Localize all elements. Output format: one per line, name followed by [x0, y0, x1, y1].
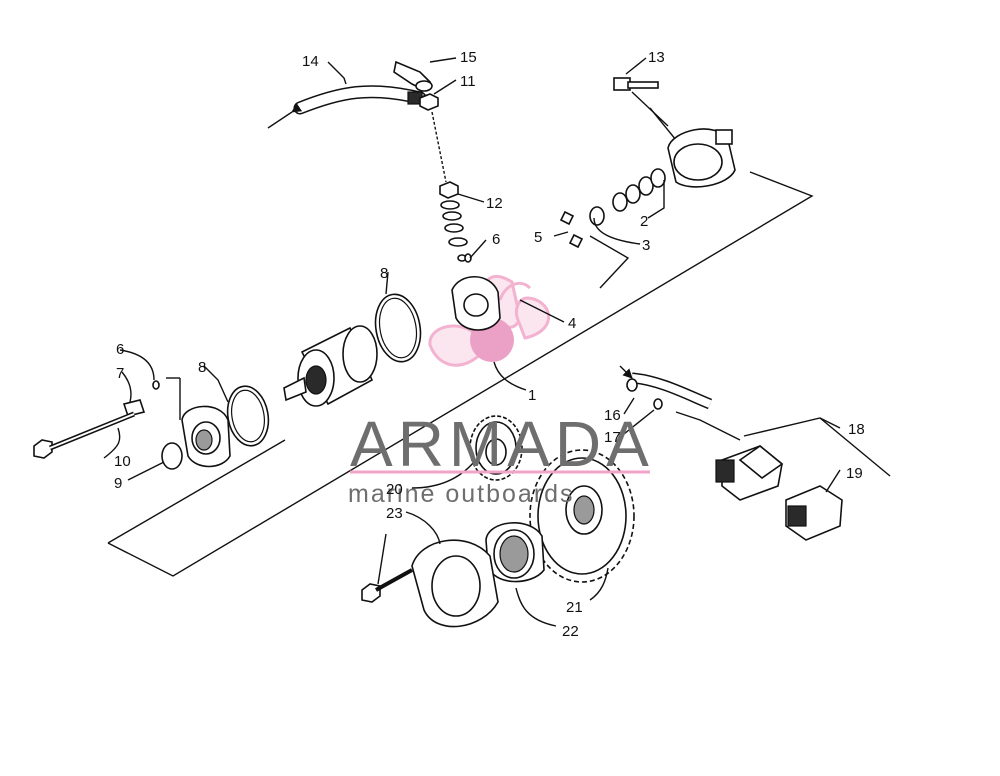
callout-11-upper: 11 — [460, 73, 476, 90]
callout-17: 18 — [848, 421, 865, 438]
callout-15: 16 — [604, 407, 621, 424]
part-6-washer-left — [152, 380, 160, 390]
part-13-starter-cable — [267, 85, 436, 129]
callout-13: 14 — [302, 53, 319, 70]
part-12-bolt — [613, 77, 659, 91]
part-11-nut-upper — [419, 93, 439, 111]
starter-motor-body — [283, 325, 378, 407]
callout-10: 10 — [114, 453, 131, 470]
callout-11-lower: 12 — [486, 195, 503, 212]
part-21-one-way-clutch — [485, 522, 545, 583]
callout-1: 1 — [528, 387, 536, 404]
callout-8-upper: 8 — [380, 265, 388, 282]
callout-3: 3 — [642, 237, 650, 254]
part-9-o-ring — [161, 442, 183, 470]
part-5-clip — [559, 210, 584, 249]
part-8-o-ring-upper — [374, 293, 422, 363]
part-14-terminal-boot — [393, 60, 433, 92]
part-17-starter-relay — [715, 444, 784, 501]
leader-lines — [103, 57, 841, 627]
part-3-washer — [589, 206, 605, 226]
watermark-tagline: marine outboards — [348, 480, 575, 508]
part-11-nut-lower — [439, 181, 459, 199]
callout-16: 17 — [604, 429, 621, 446]
part-4-brush-plate — [451, 276, 501, 331]
starter-end-housing — [667, 128, 736, 188]
callout-9: 9 — [114, 475, 122, 492]
part-18-relay-cover — [785, 485, 843, 541]
callout-2: 2 — [640, 213, 648, 230]
callout-7: 7 — [116, 365, 124, 382]
callout-21: 22 — [562, 623, 579, 640]
callout-4: 4 — [568, 315, 576, 332]
part-23-bolt — [361, 568, 413, 603]
part-19-idler-gear — [469, 415, 523, 481]
part-22-clutch-housing — [411, 539, 499, 628]
terminal-washer-stack — [440, 200, 468, 262]
part-7-lock-plate — [122, 399, 146, 417]
callout-20: 21 — [566, 599, 583, 616]
assembly-frame — [107, 171, 814, 577]
callout-14: 15 — [460, 49, 477, 66]
part-2-washers — [612, 168, 666, 212]
callout-5: 5 — [534, 229, 542, 246]
starter-front-cover — [181, 405, 231, 468]
part-8-o-ring-lower — [226, 385, 270, 447]
callout-6-left: 6 — [116, 341, 124, 358]
part-10-through-bolt — [33, 411, 135, 459]
callout-22: 23 — [386, 505, 403, 522]
callout-19: 20 — [386, 481, 403, 498]
callout-labels: 14 15 11 12 13 2 3 5 6 4 1 8 6 7 8 10 9 … — [114, 49, 865, 640]
callout-6-right: 6 — [492, 231, 500, 248]
part-6-washer-right — [464, 253, 472, 263]
part-15-16-relay-lead — [619, 365, 741, 441]
callout-18: 19 — [846, 465, 863, 482]
callout-8-lower: 8 — [198, 359, 206, 376]
watermark-brand: ARMADA — [350, 408, 654, 480]
callout-12: 13 — [648, 49, 665, 66]
part-20-starter-gear — [529, 449, 635, 583]
